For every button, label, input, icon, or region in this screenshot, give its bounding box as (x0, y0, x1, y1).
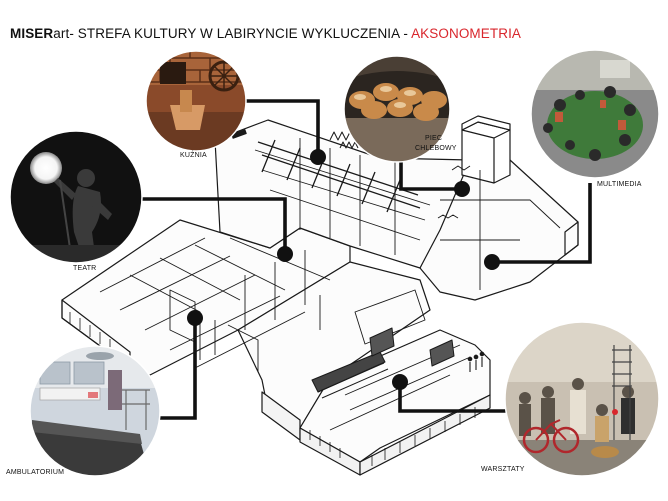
label-kuznia: KUŹNIA (180, 152, 207, 159)
title-subtitle: - STREFA KULTURY W LABIRYNCIE WYKLUCZENI… (69, 26, 412, 41)
label-warsztaty: WARSZTATY (481, 466, 525, 473)
photo-multimedia (531, 50, 659, 178)
label-piec-line1: PIEC (425, 135, 443, 142)
photo-teatr (10, 131, 142, 263)
page-title: MISERart- STREFA KULTURY W LABIRYNCIE WY… (10, 26, 521, 41)
title-brand-rest: art (53, 26, 70, 41)
photo-warsztaty (505, 322, 659, 476)
label-multimedia: MULTIMEDIA (597, 181, 642, 188)
photo-ambulatorium (30, 346, 160, 476)
title-accent: AKSONOMETRIA (411, 26, 522, 41)
title-brand-bold: MISER (10, 26, 54, 41)
photo-piec (344, 56, 450, 162)
connector-dots (187, 149, 500, 390)
connector-lines (140, 99, 592, 420)
label-teatr: TEATR (73, 265, 97, 272)
label-ambulatorium: AMBULATORIUM (6, 469, 65, 476)
building-drawing (61, 115, 579, 476)
label-piec-line2: CHLEBOWY (415, 145, 457, 152)
